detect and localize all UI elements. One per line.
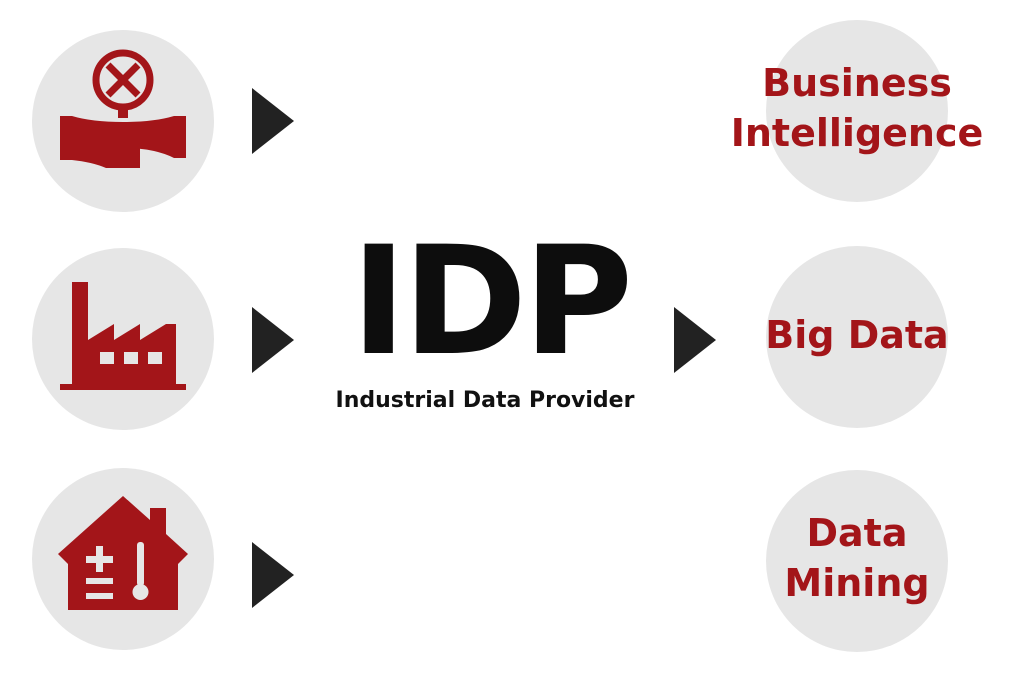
factory-icon	[60, 282, 186, 390]
arrow-output	[674, 307, 716, 373]
output-label-business-intelligence: Business Intelligence	[712, 58, 1002, 158]
output-circle-business-intelligence	[766, 20, 948, 202]
arrow-source-2	[252, 307, 294, 373]
valve-icon	[60, 49, 186, 168]
output-circle-big-data	[766, 246, 948, 428]
output-label-line: Big Data	[765, 313, 949, 357]
output-circle-data-mining	[766, 470, 948, 652]
source-circle-valve	[32, 30, 214, 212]
source-circle-factory	[32, 248, 214, 430]
arrow-source-3	[252, 542, 294, 608]
source-circle-smart-home	[32, 468, 214, 650]
idp-subtitle: Industrial Data Provider	[335, 388, 635, 413]
idp-title: IDP	[350, 215, 633, 389]
output-label-line: Data	[806, 511, 908, 555]
output-label-big-data: Big Data	[740, 310, 974, 360]
smart-home-icon	[58, 496, 188, 610]
output-label-line: Intelligence	[730, 111, 984, 155]
output-label-line: Business	[762, 61, 952, 105]
output-label-data-mining: Data Mining	[740, 508, 974, 608]
arrow-source-1	[252, 88, 294, 154]
output-label-line: Mining	[784, 561, 930, 605]
